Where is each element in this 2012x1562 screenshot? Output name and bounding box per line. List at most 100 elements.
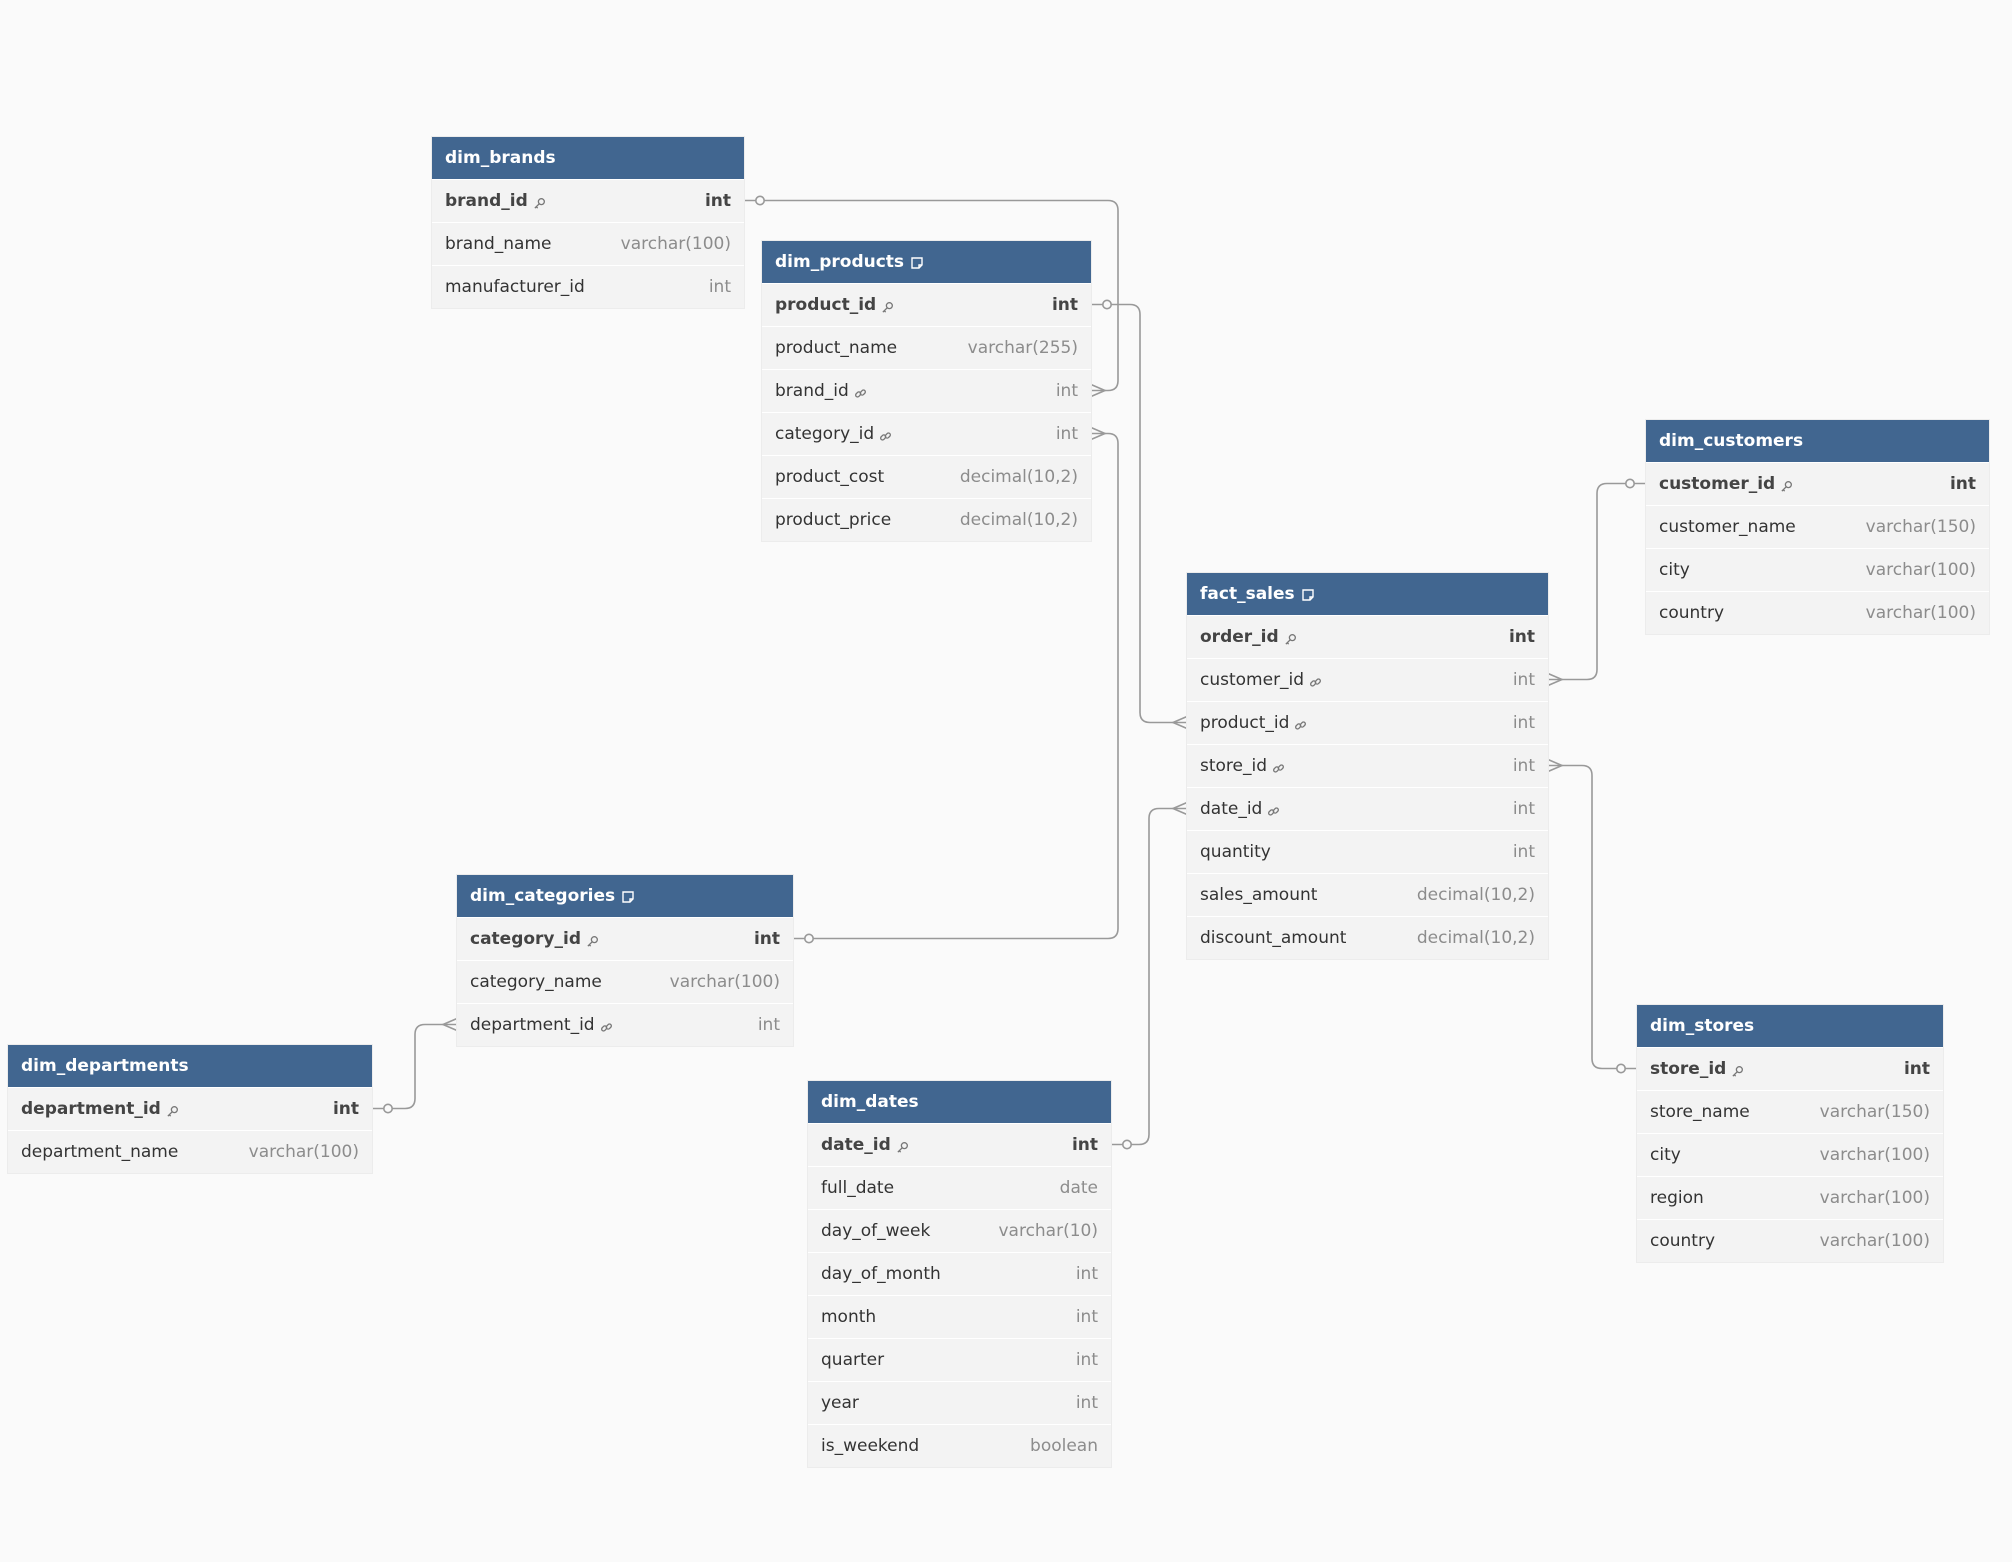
column-row[interactable]: product_name varchar(255): [762, 326, 1091, 369]
column-name-text: customer_name: [1659, 517, 1796, 537]
column-type: decimal(10,2): [959, 510, 1078, 530]
column-type: int: [1075, 1350, 1098, 1370]
column-name-text: date_id: [821, 1135, 891, 1155]
table-header[interactable]: dim_departments: [8, 1045, 372, 1087]
note-icon[interactable]: [910, 255, 924, 269]
column-name-text: full_date: [821, 1178, 895, 1198]
relationship-store-id[interactable]: [1547, 758, 1637, 1074]
column-row[interactable]: customer_id int: [1187, 658, 1548, 701]
column-name-text: brand_id: [445, 191, 528, 211]
table-header[interactable]: dim_stores: [1637, 1005, 1943, 1047]
many-end-marker: [1090, 383, 1108, 398]
relationship-product-id[interactable]: [1091, 299, 1188, 730]
relationship-customer-id[interactable]: [1547, 478, 1646, 687]
column-name: discount_amount: [1200, 928, 1346, 948]
column-name-text: month: [821, 1307, 877, 1327]
relationship-department-id[interactable]: [372, 1017, 458, 1114]
note-icon[interactable]: [621, 889, 635, 903]
table-title: dim_dates: [821, 1092, 919, 1112]
many-end-marker: [1090, 426, 1108, 441]
column-name: city: [1650, 1145, 1681, 1165]
column-type: varchar(10): [998, 1221, 1098, 1241]
column-name-text: city: [1659, 560, 1690, 580]
note-icon[interactable]: [1301, 587, 1315, 601]
column-name: customer_name: [1659, 517, 1796, 537]
column-name-text: product_cost: [775, 467, 885, 487]
table-header[interactable]: dim_products: [762, 241, 1091, 283]
column-name-text: product_id: [775, 295, 877, 315]
foreign-key-link-icon: [879, 428, 892, 441]
column-type: varchar(100): [620, 234, 731, 254]
foreign-key-link-icon: [1309, 674, 1322, 687]
column-name-text: customer_id: [1200, 670, 1305, 690]
column-type: int: [1512, 670, 1535, 690]
column-name: is_weekend: [821, 1436, 919, 1456]
table-header[interactable]: dim_customers: [1646, 420, 1989, 462]
column-type: varchar(255): [967, 338, 1078, 358]
table-header[interactable]: fact_sales: [1187, 573, 1548, 615]
column-name: city: [1659, 560, 1690, 580]
column-type: int: [1075, 1393, 1098, 1413]
table-header[interactable]: dim_categories: [457, 875, 793, 917]
table-header[interactable]: dim_brands: [432, 137, 744, 179]
column-name: brand_name: [445, 234, 551, 254]
column-row[interactable]: brand_name varchar(100): [432, 222, 744, 265]
column-name: day_of_month: [821, 1264, 941, 1284]
column-name: product_name: [775, 338, 897, 358]
column-name-text: customer_id: [1659, 474, 1776, 494]
column-name: product_cost: [775, 467, 884, 487]
table-title: dim_brands: [445, 148, 556, 168]
table-title: dim_customers: [1659, 431, 1804, 451]
column-name-text: brand_id: [775, 381, 849, 401]
many-end-marker: [1547, 672, 1565, 687]
column-type: int: [708, 277, 731, 297]
table-header[interactable]: dim_dates: [808, 1081, 1111, 1123]
relationship-date-id[interactable]: [1111, 801, 1188, 1150]
